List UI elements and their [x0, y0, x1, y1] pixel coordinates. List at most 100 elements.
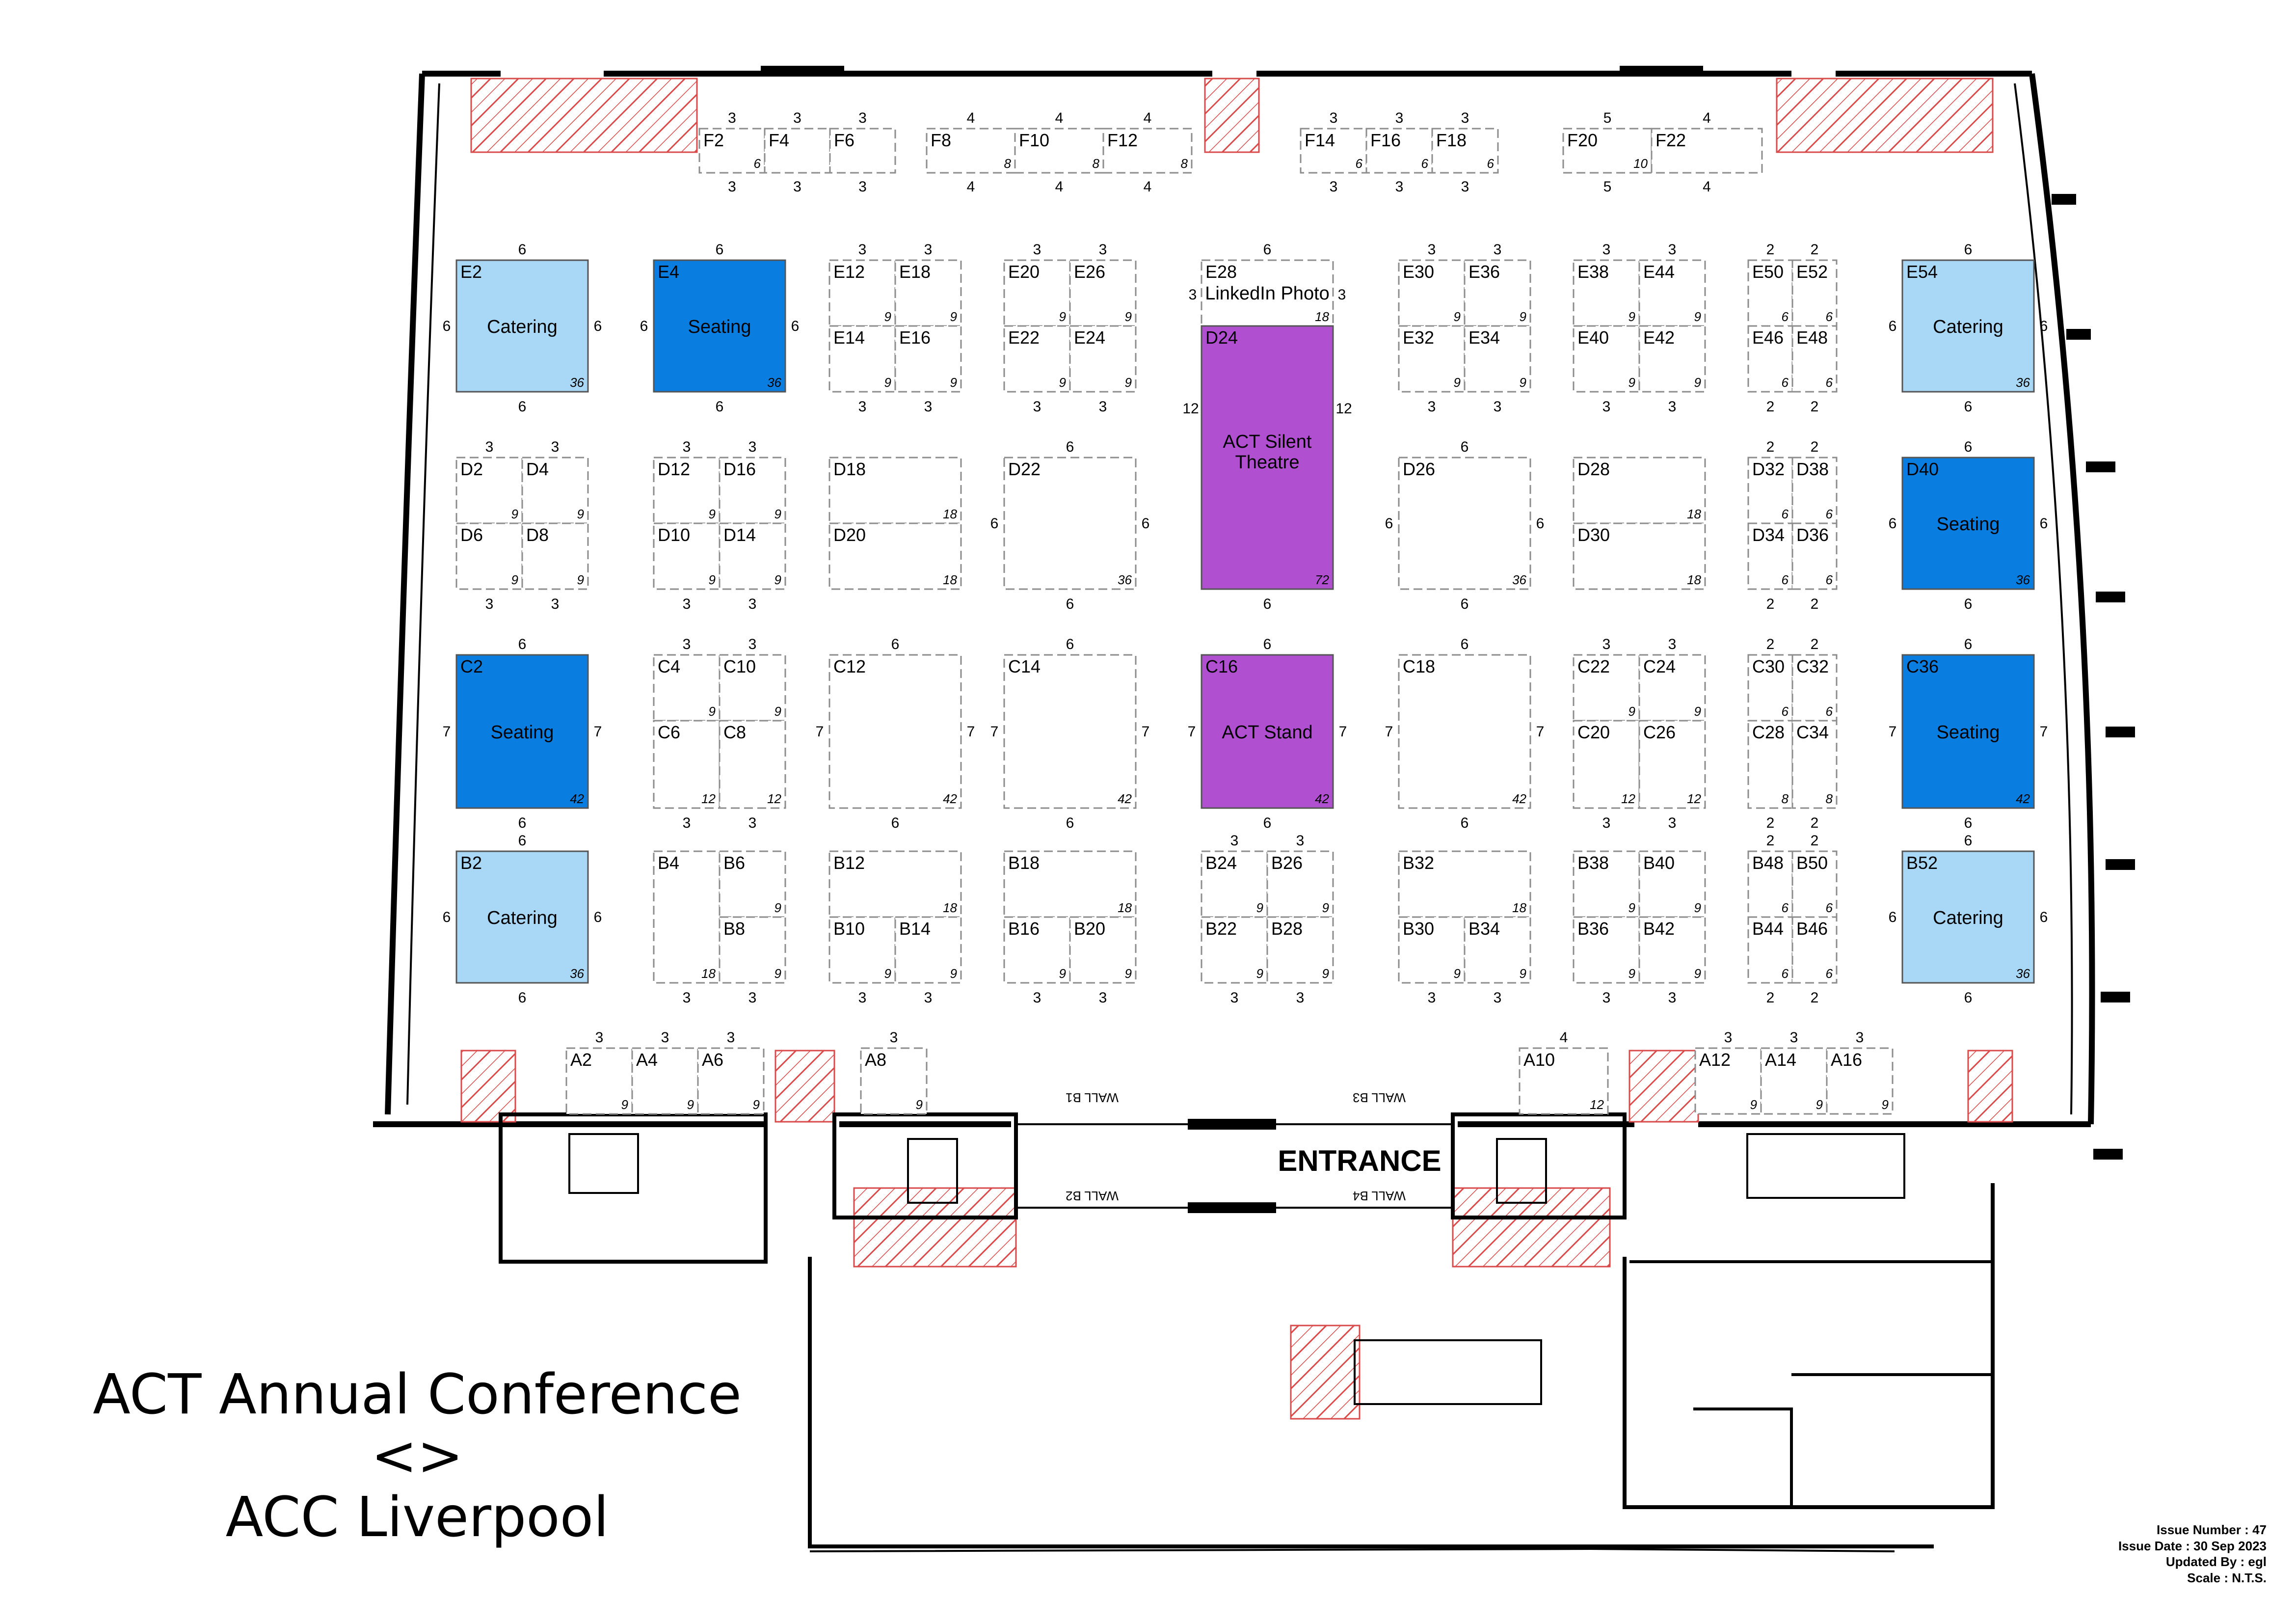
stand-d4[interactable]: D49	[521, 457, 589, 524]
stand-f6[interactable]: F6	[829, 128, 896, 174]
stand-d8[interactable]: D89	[521, 522, 589, 590]
stand-a6[interactable]: A69	[697, 1047, 765, 1115]
stand-f8[interactable]: F88	[926, 128, 1016, 174]
stand-f2[interactable]: F26	[698, 128, 766, 174]
stand-c4[interactable]: C49	[653, 654, 721, 722]
stand-b6[interactable]: B69	[719, 850, 786, 918]
stand-f22[interactable]: F22	[1651, 128, 1763, 174]
stand-a2[interactable]: A29	[565, 1047, 633, 1115]
stand-d6[interactable]: D69	[455, 522, 523, 590]
stand-b8[interactable]: B89	[719, 916, 786, 984]
stand-d2[interactable]: D29	[455, 457, 523, 524]
stand-a8[interactable]: A89	[860, 1047, 928, 1115]
